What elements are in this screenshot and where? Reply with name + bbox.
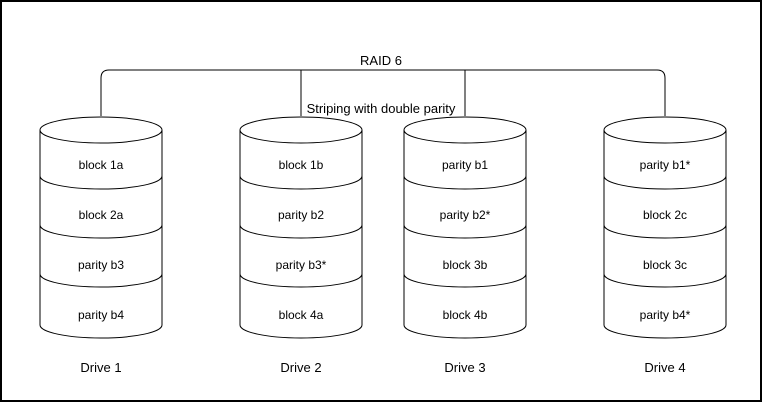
disk-cylinder-icon <box>403 116 527 339</box>
segment-label: block 1b <box>278 158 324 172</box>
disk-cylinder-icon <box>39 116 163 339</box>
segment-label: block 4a <box>278 308 324 322</box>
drive-group-1: block 1a block 2a parity b3 parity b4 Dr… <box>39 116 163 380</box>
segment-label: block 3c <box>642 258 688 272</box>
diagram-title-line2: Striping with double parity <box>306 101 456 116</box>
drive-label: Drive 4 <box>644 360 686 375</box>
drive-group-3: parity b1 parity b2* block 3b block 4b D… <box>403 116 527 380</box>
diagram-title-line1: RAID 6 <box>360 53 402 68</box>
segment-label: block 1a <box>78 158 124 172</box>
segment-label: parity b4 <box>77 308 125 322</box>
segment-label: parity b1* <box>639 158 691 172</box>
segment-label: parity b2 <box>277 208 325 222</box>
segment-label: parity b3 <box>77 258 125 272</box>
segment-label: block 2a <box>78 208 124 222</box>
drive-group-4: parity b1* block 2c block 3c parity b4* … <box>603 116 727 380</box>
disk-cylinder-icon <box>603 116 727 339</box>
segment-label: parity b4* <box>639 308 691 322</box>
segment-label: parity b1 <box>441 158 489 172</box>
disk-cylinder-icon <box>239 116 363 339</box>
segment-label: block 2c <box>642 208 688 222</box>
segment-label: block 4b <box>442 308 488 322</box>
diagram-title: RAID 6 Striping with double parity <box>0 21 762 149</box>
drive-label: Drive 2 <box>280 360 322 375</box>
segment-label: block 3b <box>442 258 488 272</box>
drive-group-2: block 1b parity b2 parity b3* block 4a D… <box>239 116 363 380</box>
drive-label: Drive 1 <box>80 360 122 375</box>
segment-label: parity b3* <box>275 258 327 272</box>
drive-label: Drive 3 <box>444 360 486 375</box>
segment-label: parity b2* <box>439 208 491 222</box>
